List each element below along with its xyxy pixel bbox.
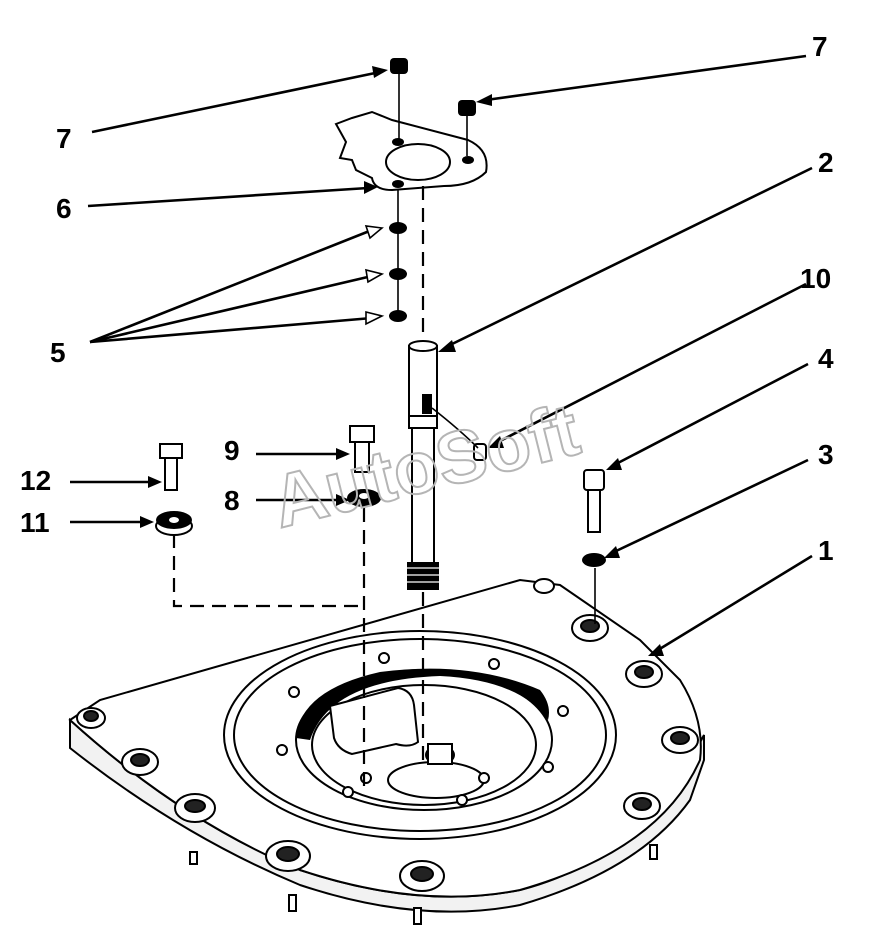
callout-8: 8	[224, 485, 240, 516]
bolt-12	[159, 443, 183, 491]
bolt-9	[349, 425, 375, 473]
callout-11: 11	[20, 507, 50, 538]
callout-3: 3	[818, 439, 834, 470]
nut-right	[458, 100, 476, 156]
bracket-plate	[334, 110, 488, 192]
nut-left	[390, 58, 408, 140]
leader-lines	[70, 54, 813, 656]
bolt-4	[583, 469, 605, 533]
callout-7-right: 7	[812, 31, 828, 62]
callout-7-left: 7	[56, 123, 72, 154]
washer-11	[155, 511, 193, 536]
callout-10: 10	[800, 263, 831, 294]
callout-12: 12	[20, 465, 51, 496]
washer-stack	[389, 190, 407, 322]
base-plate	[68, 578, 705, 925]
callout-9: 9	[224, 435, 240, 466]
callout-2: 2	[818, 147, 834, 178]
callout-4: 4	[818, 343, 834, 374]
callout-5: 5	[50, 337, 66, 368]
pin	[431, 407, 487, 461]
assembly-lines	[172, 186, 596, 790]
shaft	[407, 340, 439, 590]
callout-1: 1	[818, 535, 834, 566]
washer-8	[347, 489, 381, 507]
callout-6: 6	[56, 193, 72, 224]
washer-3	[582, 553, 606, 567]
